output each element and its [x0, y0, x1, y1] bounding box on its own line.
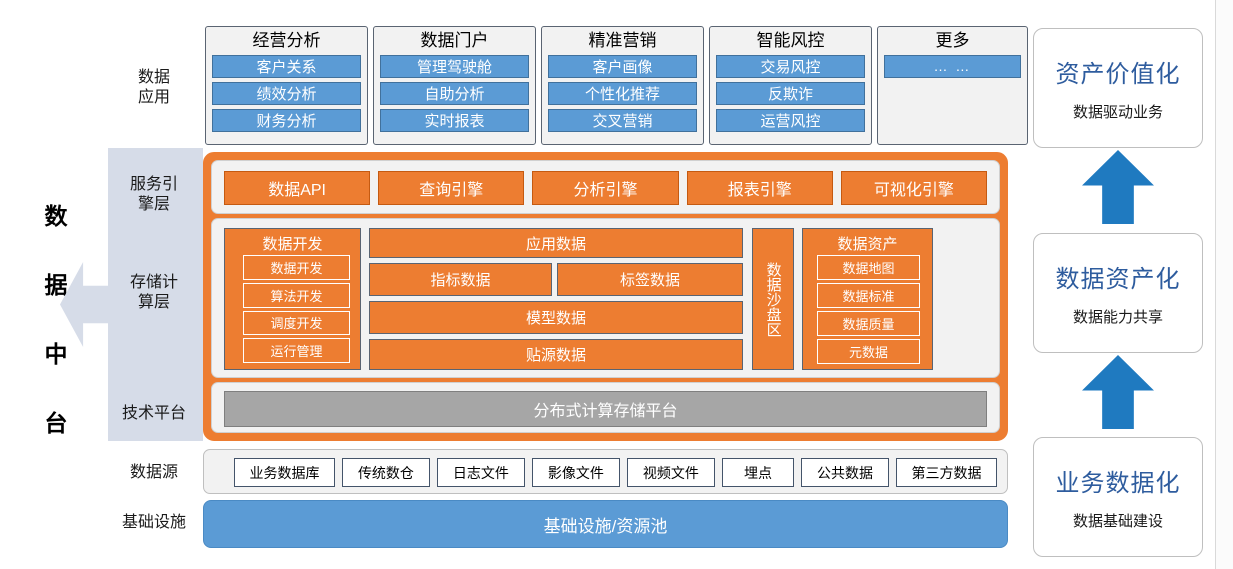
data-development-item[interactable]: 算法开发: [243, 282, 350, 308]
application-item[interactable]: 交叉营销: [548, 108, 697, 132]
data-source-list: 业务数据库传统数仓日志文件影像文件视频文件埋点公共数据第三方数据: [234, 458, 997, 487]
data-asset-item[interactable]: 数据质量: [817, 311, 920, 336]
stack-title: 数 据 中 台: [30, 205, 82, 435]
data-asset-item[interactable]: 元数据: [817, 339, 920, 364]
application-item[interactable]: 客户关系: [212, 54, 361, 78]
middle-layer-highlight-band: [108, 148, 203, 441]
application-item[interactable]: 自助分析: [380, 81, 529, 105]
data-development-item[interactable]: 调度开发: [243, 310, 350, 336]
layer-label-tech-platform: 技术平台: [121, 405, 186, 422]
right-panel-title: 业务数据化: [1055, 470, 1181, 497]
up-arrow-icon-lower: [1082, 150, 1154, 224]
data-asset-item[interactable]: 数据地图: [817, 255, 920, 280]
data-sandbox-column[interactable]: 数据沙盘区: [752, 228, 794, 370]
storage-compute-panel: 数据开发 数据开发算法开发调度开发运行管理 应用数据 指标数据 标签数据 模型数…: [211, 218, 1000, 378]
right-panel-title: 数据资产化: [1055, 266, 1181, 293]
data-asset-column[interactable]: 数据资产 数据地图数据标准数据质量元数据: [802, 228, 933, 370]
application-card-title: 数据门户: [420, 31, 489, 50]
data-development-item[interactable]: 数据开发: [243, 255, 350, 280]
model-data-bar[interactable]: 模型数据: [369, 301, 743, 334]
application-card-3[interactable]: 精准营销客户画像个性化推荐交叉营销: [541, 26, 704, 145]
data-development-title: 数据开发: [262, 236, 323, 253]
application-card-4[interactable]: 智能风控交易风控反欺诈运营风控: [709, 26, 872, 145]
stack-title-char-2: 据: [44, 272, 68, 298]
data-sandbox-label: 数据沙盘区: [764, 261, 782, 337]
right-panel-subtitle: 数据能力共享: [1072, 309, 1163, 326]
application-card-title: 智能风控: [756, 31, 825, 50]
slide-edge-line: [1215, 0, 1216, 569]
data-development-items: 数据开发算法开发调度开发运行管理: [243, 255, 350, 363]
application-card-5[interactable]: 更多 … …: [877, 26, 1028, 145]
application-item[interactable]: 交易风控: [716, 54, 865, 78]
right-panel-asset-valuation[interactable]: 资产价值化 数据驱动业务: [1033, 28, 1203, 148]
tag-data-bar[interactable]: 标签数据: [557, 263, 743, 296]
source-data-bar[interactable]: 贴源数据: [369, 339, 743, 370]
infrastructure-bar[interactable]: 基础设施/资源池: [203, 500, 1008, 548]
right-panel-business-datafication[interactable]: 业务数据化 数据基础建设: [1033, 437, 1203, 557]
data-source-chip[interactable]: 影像文件: [531, 458, 620, 487]
stack-title-char-4: 台: [44, 410, 68, 436]
right-panel-subtitle: 数据基础建设: [1072, 513, 1163, 530]
right-panel-subtitle: 数据驱动业务: [1072, 104, 1163, 121]
layer-label-infrastructure: 基础设施: [121, 514, 186, 531]
application-item[interactable]: 实时报表: [380, 108, 529, 132]
application-card-2[interactable]: 数据门户管理驾驶舱自助分析实时报表: [373, 26, 536, 145]
data-asset-items: 数据地图数据标准数据质量元数据: [817, 255, 920, 364]
layer-label-data-source: 数据源: [129, 464, 178, 481]
data-source-chip[interactable]: 视频文件: [626, 458, 715, 487]
service-engine-chip[interactable]: 查询引擎: [378, 171, 525, 205]
application-data-bar[interactable]: 应用数据: [369, 228, 743, 258]
data-asset-title: 数据资产: [837, 236, 898, 253]
distributed-compute-storage-platform-bar[interactable]: 分布式计算存储平台: [224, 391, 987, 427]
data-source-chip[interactable]: 公共数据: [801, 458, 890, 487]
application-item[interactable]: 客户画像: [548, 54, 697, 78]
right-panel-title: 资产价值化: [1055, 61, 1181, 88]
application-item[interactable]: … …: [884, 54, 1021, 78]
service-engine-chip[interactable]: 报表引擎: [686, 171, 833, 205]
stack-title-char-3: 中: [44, 341, 68, 367]
layer-label-service-engine: 服务引擎层: [129, 176, 178, 213]
data-source-chip[interactable]: 日志文件: [436, 458, 525, 487]
data-source-chip[interactable]: 业务数据库: [234, 458, 335, 487]
application-item[interactable]: 财务分析: [212, 108, 361, 132]
application-item[interactable]: 个性化推荐: [548, 81, 697, 105]
service-engine-chip[interactable]: 分析引擎: [532, 171, 679, 205]
tech-platform-panel: 分布式计算存储平台: [211, 382, 1000, 433]
data-application-row: 经营分析客户关系绩效分析财务分析数据门户管理驾驶舱自助分析实时报表精准营销客户画…: [205, 26, 1028, 145]
layer-label-data-application: 数据应用: [137, 69, 170, 106]
layer-label-storage-compute: 存储计算层: [129, 274, 178, 311]
data-source-panel: 业务数据库传统数仓日志文件影像文件视频文件埋点公共数据第三方数据: [203, 449, 1008, 494]
right-panel-data-assetization[interactable]: 数据资产化 数据能力共享: [1033, 233, 1203, 353]
data-development-item[interactable]: 运行管理: [243, 338, 350, 363]
service-engine-chip[interactable]: 可视化引擎: [840, 171, 988, 205]
up-arrow-icon-upper: [1082, 355, 1154, 429]
application-item[interactable]: 反欺诈: [716, 81, 865, 105]
data-development-column[interactable]: 数据开发 数据开发算法开发调度开发运行管理: [224, 228, 361, 370]
application-card-title: 更多: [935, 31, 970, 50]
stack-title-char-1: 数: [44, 203, 68, 229]
data-asset-item[interactable]: 数据标准: [817, 283, 920, 308]
service-engine-chip[interactable]: 数据API: [224, 171, 371, 205]
application-item[interactable]: 管理驾驶舱: [380, 54, 529, 78]
application-card-1[interactable]: 经营分析客户关系绩效分析财务分析: [205, 26, 368, 145]
application-item[interactable]: 运营风控: [716, 108, 865, 132]
application-card-title: 经营分析: [252, 31, 321, 50]
data-source-chip[interactable]: 第三方数据: [896, 458, 997, 487]
data-source-chip[interactable]: 传统数仓: [341, 458, 430, 487]
application-item[interactable]: 绩效分析: [212, 81, 361, 105]
application-card-title: 精准营销: [588, 31, 657, 50]
data-source-chip[interactable]: 埋点: [721, 458, 795, 487]
indicator-data-bar[interactable]: 指标数据: [369, 263, 552, 296]
slide-edge-gutter: [1216, 0, 1233, 569]
